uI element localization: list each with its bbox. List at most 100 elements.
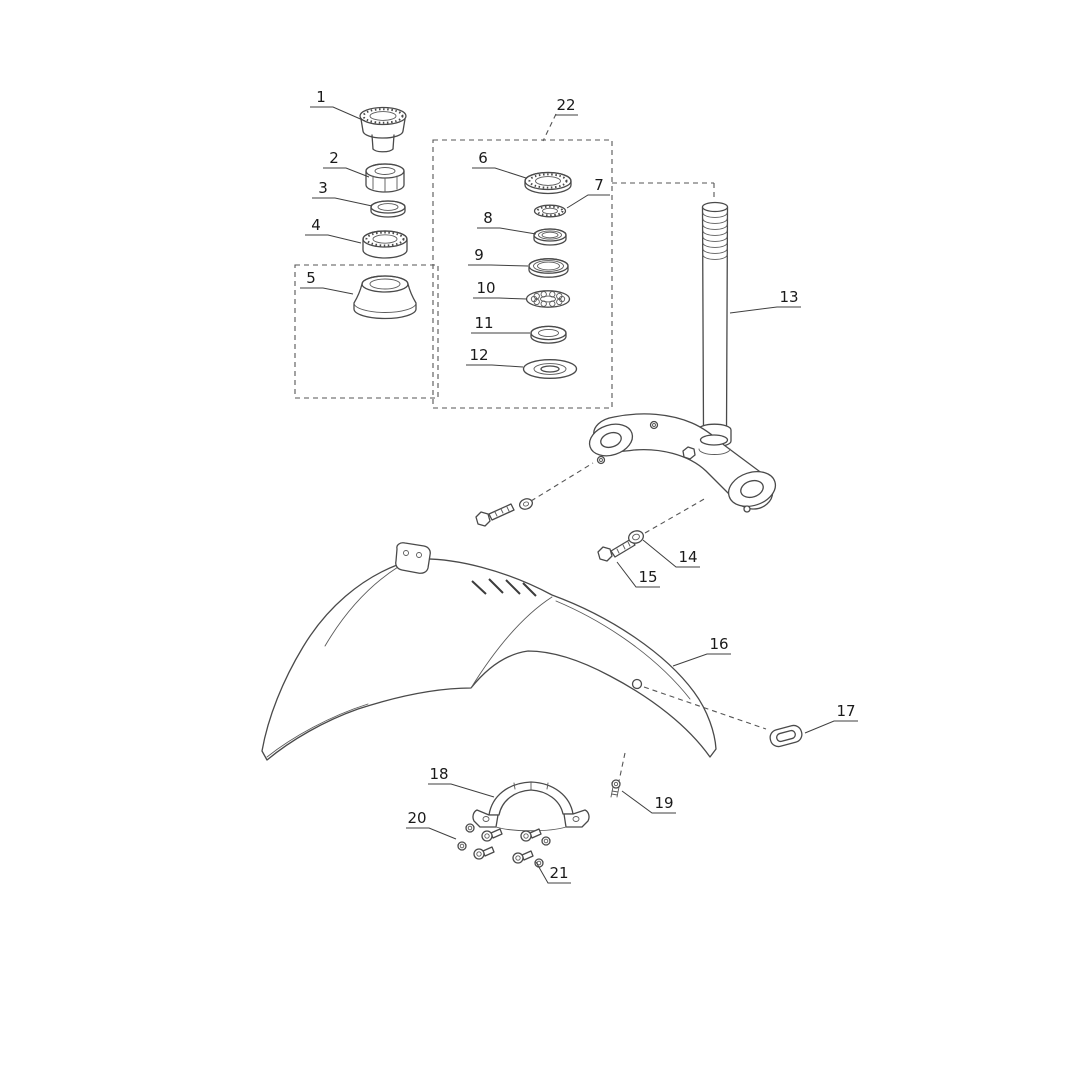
part-3-washer [370, 200, 406, 218]
part-5-dust-cover [353, 275, 417, 320]
bearing-ball [549, 300, 556, 307]
leader-3 [312, 197, 373, 207]
axis-fender-screw [618, 752, 626, 782]
bracket-arch [488, 781, 574, 816]
fender-body [261, 558, 717, 761]
alignment-line-stem [612, 182, 715, 201]
leader-4 [305, 234, 362, 244]
leader-16 [672, 653, 731, 667]
leader-13 [729, 306, 801, 314]
part-8-seal-ring [533, 228, 567, 246]
leader-5 [300, 287, 354, 295]
leader-10 [473, 297, 528, 300]
right-fork-clamp-ring [727, 470, 777, 508]
callout-10: 10 [476, 279, 495, 297]
washer [541, 836, 551, 846]
part-14-nut [628, 530, 644, 544]
part-18-fender-bracket [472, 781, 590, 832]
bolt-shaft [488, 503, 515, 521]
part-12-dust-seal [522, 359, 578, 379]
washer [519, 498, 533, 510]
callout-4: 4 [311, 216, 321, 234]
leader-9 [468, 264, 529, 267]
screw-head [473, 848, 485, 860]
callout-22: 22 [556, 96, 575, 114]
thread-lines [702, 212, 728, 254]
callout-19: 19 [654, 794, 673, 812]
callout-21: 21 [549, 864, 568, 882]
bearing-ball [540, 300, 547, 307]
callout-1: 1 [316, 88, 326, 106]
clamp-nut [682, 446, 696, 460]
part-17-clip [769, 724, 803, 748]
bolt-head [475, 511, 491, 527]
washer [457, 841, 467, 851]
fender-arch-edge [470, 596, 553, 689]
screw-shaft [482, 846, 495, 857]
fender-top-bracket [395, 542, 431, 574]
fender-lower-edge [266, 703, 369, 758]
part-13-steering-stem [697, 201, 732, 448]
callout-18: 18 [429, 765, 448, 783]
bearing-ball [549, 291, 556, 298]
callout-12: 12 [469, 346, 488, 364]
bracket-right-foot [563, 809, 590, 828]
leader-21 [535, 861, 571, 884]
part-10-ball-bearing [525, 290, 571, 308]
callout-7: 7 [594, 176, 604, 194]
callout-2: 2 [329, 149, 339, 167]
bearing-ball [540, 291, 547, 298]
part-7-bearing-ring [533, 204, 567, 218]
part-2-hex-nut [365, 163, 405, 193]
callout-14: 14 [678, 548, 697, 566]
lower-triple-clamp [588, 413, 777, 513]
leader-2 [323, 167, 370, 178]
dashed-group-boxes [294, 113, 767, 782]
callout-16: 16 [709, 635, 728, 653]
callout-9: 9 [474, 246, 484, 264]
leader-17 [804, 720, 858, 734]
callout-11: 11 [474, 314, 493, 332]
part-15-bolt [597, 538, 636, 562]
part-9-bearing-race [528, 258, 569, 278]
callout-8: 8 [483, 209, 493, 227]
screw-shaft [490, 828, 503, 839]
left-fork-clamp-ring [588, 423, 634, 457]
crown-shading [471, 578, 537, 597]
leader-1 [310, 106, 366, 122]
bearing-cage [528, 173, 568, 189]
part-4-ring-nut [362, 230, 408, 259]
callout-6: 6 [478, 149, 488, 167]
callout-5: 5 [306, 269, 316, 287]
callout-3: 3 [318, 179, 328, 197]
bearing-kit-box [432, 139, 613, 409]
screw-shaft [521, 850, 534, 861]
callout-15: 15 [638, 568, 657, 586]
callout-17: 17 [836, 702, 855, 720]
callout-13: 13 [779, 288, 798, 306]
bearing-ball [556, 292, 563, 300]
knurled-rim [362, 108, 404, 124]
knurled-rim [365, 231, 405, 247]
callout-20: 20 [407, 809, 426, 827]
part-1-steering-cap [359, 106, 407, 153]
clamp-bolt [649, 420, 659, 430]
cover-kit-box [294, 264, 439, 399]
leader-20 [406, 827, 457, 840]
washer [465, 823, 475, 833]
callout-numbers: 1 2 3 4 5 6 7 8 9 10 11 12 13 14 15 16 1… [306, 88, 855, 882]
screw-head [481, 830, 493, 842]
axis-fender-clip [643, 686, 767, 730]
bearing-ball [533, 292, 540, 300]
screw-head [520, 830, 532, 842]
pinch-bolt-left [596, 455, 606, 465]
leader-12 [466, 364, 524, 368]
fender-mount-hole [631, 678, 643, 690]
callout-22-link [542, 113, 557, 142]
part-20-fasteners [457, 823, 503, 860]
part-19-screw [610, 779, 621, 798]
leader-lines [300, 106, 858, 884]
toothed-rim [536, 205, 564, 217]
